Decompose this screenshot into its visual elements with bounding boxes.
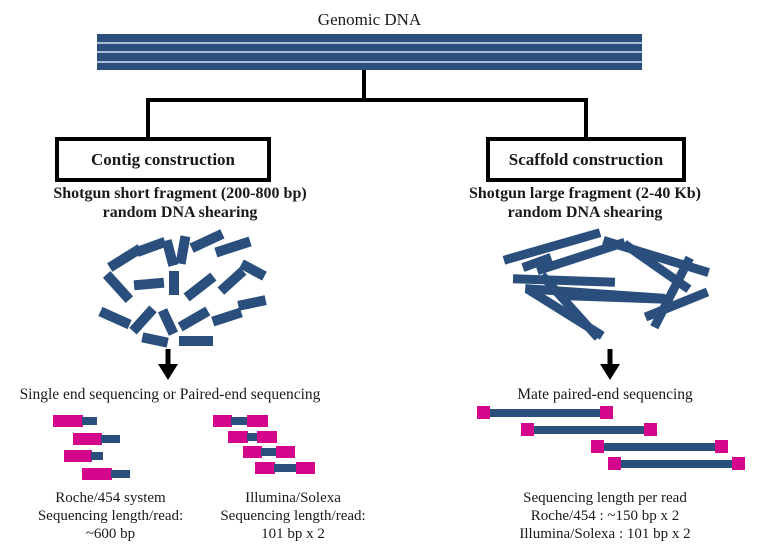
scaffold-subtitle: Shotgun large fragment (2-40 Kb) random … <box>435 184 735 222</box>
connector-left-drop <box>146 98 150 138</box>
scaffold-construction-box: Scaffold construction <box>486 137 686 182</box>
genomic-dna-bars <box>97 34 642 70</box>
read-segment-roche_454 <box>82 417 97 425</box>
contig-sequencing-caption: Single end sequencing or Paired-end sequ… <box>19 386 321 403</box>
illumina-line2: Sequencing length/read: <box>220 508 366 524</box>
read-segment-mate_pairs <box>597 443 722 451</box>
read-segment-illumina <box>231 417 248 425</box>
read-segment-mate_pairs <box>483 409 607 417</box>
read-segment-roche_454 <box>82 468 112 480</box>
connector-stem <box>362 70 366 100</box>
read-segment-mate_pairs <box>732 457 745 470</box>
summary-line3: Illumina/Solexa : 101 bp x 2 <box>519 526 691 542</box>
roche-454-line2: Sequencing length/read: <box>37 508 184 524</box>
contig-box-label: Contig construction <box>90 149 236 169</box>
connector-right-drop <box>584 98 588 138</box>
read-segment-illumina <box>276 446 295 458</box>
dna-strand-bar <box>97 34 642 42</box>
read-segment-illumina <box>228 431 248 443</box>
mate-pair-summary-column: Sequencing length per read Roche/454 : ~… <box>460 489 750 543</box>
down-arrow-icon <box>597 349 623 381</box>
contig-subtitle: Shotgun short fragment (200-800 bp) rand… <box>20 184 340 222</box>
summary-line2: Roche/454 : ~150 bp x 2 <box>530 508 680 524</box>
illumina-line3: 101 bp x 2 <box>261 526 325 542</box>
connector-crossbar <box>146 98 588 102</box>
contig-subtitle-line2: random DNA shearing <box>102 204 258 221</box>
read-segment-illumina <box>255 462 275 474</box>
illumina-line1: Illumina/Solexa <box>245 490 341 506</box>
short-fragment-rod <box>179 336 213 346</box>
diagram-title: Genomic DNA <box>317 10 422 29</box>
read-segment-roche_454 <box>53 415 83 427</box>
read-segment-mate_pairs <box>591 440 604 453</box>
read-segment-illumina <box>257 431 277 443</box>
read-segment-illumina <box>247 415 268 427</box>
read-segment-illumina <box>296 462 315 474</box>
read-segment-mate_pairs <box>608 457 621 470</box>
read-segment-illumina <box>213 415 232 427</box>
read-segment-roche_454 <box>111 470 130 478</box>
contig-construction-box: Contig construction <box>55 137 271 182</box>
roche-454-column: Roche/454 system Sequencing length/read:… <box>23 489 198 543</box>
read-segment-mate_pairs <box>477 406 490 419</box>
read-segment-illumina <box>247 433 258 441</box>
roche-454-line1: Roche/454 system <box>55 490 166 506</box>
scaffold-subtitle-line1: Shotgun large fragment (2-40 Kb) <box>469 185 701 202</box>
dna-strand-bar <box>97 53 642 61</box>
summary-line1: Sequencing length per read <box>523 490 687 506</box>
read-segment-roche_454 <box>101 435 120 443</box>
read-segment-mate_pairs <box>715 440 728 453</box>
dna-strand-bar <box>97 62 642 70</box>
roche-454-line3: ~600 bp <box>85 526 136 542</box>
read-segment-illumina <box>274 464 297 472</box>
read-segment-mate_pairs <box>527 426 651 434</box>
read-segment-mate_pairs <box>600 406 613 419</box>
read-segment-mate_pairs <box>644 423 657 436</box>
down-arrow-icon <box>155 349 181 381</box>
read-segment-illumina <box>261 448 277 456</box>
illumina-column: Illumina/Solexa Sequencing length/read: … <box>203 489 383 543</box>
read-segment-mate_pairs <box>521 423 534 436</box>
scaffold-subtitle-line2: random DNA shearing <box>507 204 663 221</box>
read-segment-roche_454 <box>91 452 103 460</box>
read-segment-roche_454 <box>73 433 102 445</box>
read-segment-illumina <box>243 446 262 458</box>
dna-strand-bar <box>97 43 642 51</box>
scaffold-box-label: Scaffold construction <box>508 149 664 169</box>
scaffold-sequencing-caption: Mate paired-end sequencing <box>517 386 693 403</box>
read-segment-roche_454 <box>64 450 92 462</box>
contig-subtitle-line1: Shotgun short fragment (200-800 bp) <box>53 185 307 202</box>
read-segment-mate_pairs <box>614 460 739 468</box>
